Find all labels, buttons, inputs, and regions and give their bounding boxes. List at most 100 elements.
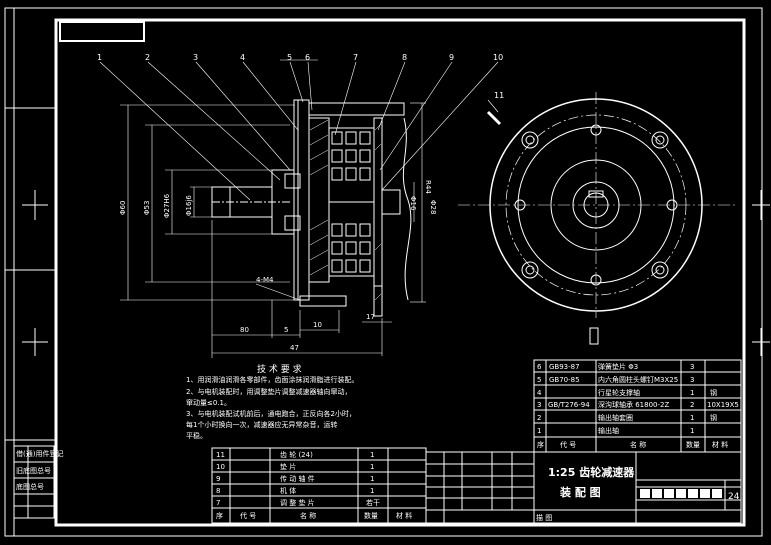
dim-text: Φ28 [429,200,437,214]
part-no: 7 [216,499,220,507]
table-header: 名 称 [300,511,316,520]
dim-text: Φ53 [143,201,151,215]
part-qty: 1 [370,451,374,459]
balloon-label: 6 [305,53,310,62]
bearing-blocks [331,131,371,273]
table-header: 序 [216,511,223,520]
part-name: 弹簧垫片 Φ3 [598,362,638,371]
view-arrow [486,110,502,126]
part-name: 机 体 [280,486,296,495]
hatching [309,119,382,301]
crosshair-mark [752,190,770,220]
part-name: 输出轴套圈 [598,413,633,422]
part-name: 调 整 垫 片 [280,498,315,507]
part-name: 内六角圆柱头螺钉M3X25 [598,375,678,384]
end-view [458,92,735,345]
part-name: 输出轴 [598,426,619,435]
part-no: 5 [537,376,541,384]
leader-lines [99,59,499,201]
balloon-label: 10 [493,53,503,62]
dim-text: Φ60 [119,201,127,215]
part-no: 1 [537,427,541,435]
dim-text: Φ16j6 [185,195,193,216]
part-qty: 1 [370,487,374,495]
part-no: 8 [216,487,220,495]
tech-req-title: 技 术 要 求 [257,363,302,375]
dim-text: Φ27H6 [163,193,171,218]
dim-text: 4-M4 [256,276,274,284]
part-material: 钢 [710,413,717,422]
side-label: 旧底图总号 [16,466,51,475]
part-no: 9 [216,475,220,483]
part-no: 4 [537,389,542,397]
bolt-holes [514,124,678,286]
crosshair-mark [752,328,770,356]
part-no: 2 [537,414,541,422]
flange-plate [293,99,310,301]
section-view [99,59,499,358]
part-qty: 2 [690,401,694,409]
part-qty: 1 [370,463,374,471]
table-header: 序 [537,440,544,449]
footer-label: 描 图 [536,513,552,522]
table-header: 材 料 [712,440,728,449]
bottom-screw [299,295,347,307]
top-screw [308,102,405,116]
part-no: 10 [216,463,225,471]
crosshair-mark [22,328,48,356]
balloon-label: 2 [145,53,150,62]
part-qty: 若干 [366,498,380,507]
outer-frame [4,7,763,537]
table-header: 数量 [686,440,700,449]
part-qty: 1 [690,427,694,435]
break-line [402,117,412,301]
dim-text: 80 [240,326,249,334]
drawing-scale-title: 1:25 齿轮减速器 [548,465,635,479]
balloon-label: 8 [402,53,407,62]
dim-text: 10 [313,321,322,329]
dim-text: Φ16 [409,196,417,211]
part-qty: 1 [690,414,694,422]
table-header: 代 号 [240,511,256,520]
tech-req-line: 窜动量≤0.1。 [186,398,231,407]
tech-req-line: 1、用润滑油润滑各零部件，齿面涂抹润滑脂进行装配。 [186,375,358,384]
part-no: 11 [216,451,225,459]
part-name: 深沟球轴承 61800-2Z [598,400,669,409]
balloon-label: 1 [97,53,102,62]
side-label-table [13,445,55,519]
balloon-label: 11 [494,91,504,100]
sheet-number: 24 [728,492,740,502]
table-header: 名 称 [630,440,646,449]
part-no: 3 [537,401,541,409]
dim-text: 5 [284,326,288,334]
dimension-lines [120,102,426,358]
housing-wall [373,117,383,287]
title-block-fill-cells [640,489,722,498]
dim-text: 47 [290,344,299,352]
part-material: 10X19X5 [707,401,739,409]
part-material: 钢 [710,388,717,397]
balloon-label: 4 [240,53,245,62]
parts-table-upper [533,359,742,453]
key-pin [589,327,599,345]
balloon-label: 9 [449,53,454,62]
tech-req-line: 3、与电机装配试机前后，通电跑合，正反向各2小时， [186,409,356,418]
part-no: 6 [537,363,542,371]
crosshair-mark [22,190,48,220]
part-qty: 1 [370,475,374,483]
mid-body [308,117,330,283]
part-qty: 3 [690,376,694,384]
side-label: 底图总号 [16,482,44,491]
table-header: 代 号 [560,440,576,449]
tech-req-line: 2、与电机装配时，用调整垫片调整减速器轴向窜动， [186,387,351,396]
side-label: 借(通)用件登记 [16,449,63,458]
part-name: 齿 轮 (24) [280,450,313,459]
tech-req-line: 每1个小时换向一次，减速器应无异常杂音，运转 [186,420,337,429]
part-qty: 1 [690,389,694,397]
inner-frame [54,18,746,527]
table-header: 材 料 [396,511,412,520]
balloon-label: 5 [287,53,292,62]
balloon-label: 3 [193,53,198,62]
part-name: 传 动 轴 件 [280,474,315,483]
